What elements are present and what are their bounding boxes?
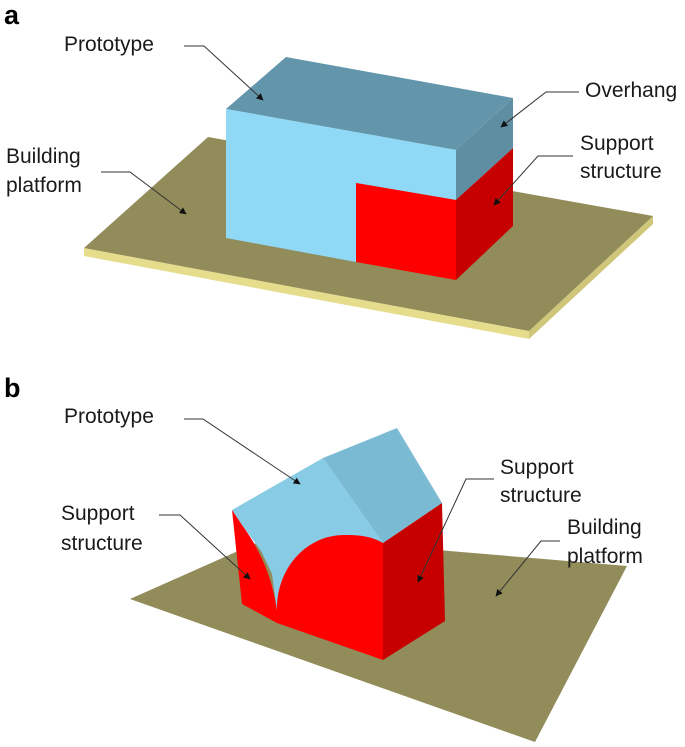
panel-b-support-left-leader: [159, 514, 251, 580]
panel-a: a Prototype Overhang Support structure B…: [4, 0, 677, 339]
panel-a-overhang-leader: [500, 91, 579, 128]
panel-a-prototype-leader: [184, 45, 264, 101]
panel-b-support-right-leader: [417, 478, 494, 583]
panel-a-prototype-front: [226, 109, 456, 262]
panel-b-support-side: [383, 503, 445, 660]
panel-a-support-side: [456, 148, 513, 280]
panel-b-support-right-label-line1: Support: [500, 456, 574, 479]
panel-a-platform-label-line2: platform: [6, 174, 82, 197]
panel-b-support-structure: [232, 503, 445, 660]
panel-a-support-leader: [493, 155, 573, 206]
panel-b-prototype-roof-left: [232, 458, 383, 611]
panel-a-platform-edge: [84, 248, 529, 339]
panel-b-letter: b: [4, 373, 21, 403]
panel-a-prototype-label: Prototype: [64, 33, 154, 56]
panel-b-prototype-roof-right: [323, 428, 442, 543]
panel-b-platform-label-line2: platform: [567, 545, 643, 568]
panel-a-platform-leader: [101, 171, 187, 215]
panel-b-support-front: [276, 534, 383, 660]
panel-a-support-structure: [356, 148, 513, 280]
panel-a-prototype-block: [226, 57, 513, 262]
panel-a-support-front: [356, 183, 456, 280]
panel-a-platform-label-line1: Building: [6, 145, 81, 168]
panel-a-platform-edge-right: [529, 216, 653, 339]
panel-b-support-right-label-line2: structure: [500, 484, 582, 507]
panel-b-platform-leader: [495, 540, 560, 597]
panel-b-support-left-sliver: [232, 510, 277, 623]
panel-a-letter: a: [4, 0, 20, 30]
panel-a-overhang-label: Overhang: [585, 79, 677, 102]
panel-a-prototype-top: [226, 57, 513, 150]
panel-b-prototype-label: Prototype: [64, 405, 154, 428]
panel-b-prototype-block: [232, 428, 442, 611]
panel-b: b Prototype Support structure Support st…: [4, 373, 643, 742]
panel-a-support-label-line2: structure: [580, 160, 662, 183]
panel-b-prototype-leader: [184, 418, 301, 485]
panel-a-prototype-side: [456, 98, 513, 200]
panel-a-support-label-line1: Support: [580, 132, 654, 155]
panel-b-platform-label-line1: Building: [567, 516, 642, 539]
panel-b-support-left-label-line2: structure: [61, 532, 143, 555]
panel-b-support-left-label-line1: Support: [61, 502, 135, 525]
